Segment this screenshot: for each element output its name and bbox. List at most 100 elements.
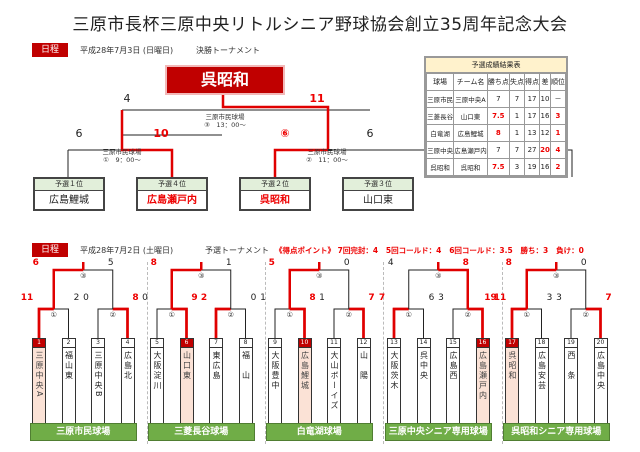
r1-score: 7 bbox=[378, 293, 386, 303]
points-title: 《得点ポイント》 bbox=[275, 246, 335, 255]
top-score: 8 bbox=[150, 258, 157, 268]
results-cell: 1 bbox=[508, 107, 526, 125]
points-item: 勝ち：3 bbox=[520, 246, 549, 255]
team-name: 西 条 bbox=[567, 351, 576, 381]
team-name: 広島安芸 bbox=[537, 351, 547, 391]
round-mark: ② bbox=[582, 311, 589, 319]
prelim-date: 平成28年7月2日 (土曜日) bbox=[80, 246, 174, 255]
r1-win-line bbox=[214, 307, 231, 338]
team-name: 山 陽 bbox=[359, 351, 369, 381]
team-name: 福山東 bbox=[64, 351, 74, 381]
team-name: 大山ボーイズ bbox=[330, 351, 339, 411]
final-venue-name: 三原市民球場 bbox=[205, 113, 245, 121]
team-name: 広島瀬戸内 bbox=[478, 351, 488, 401]
semi-venue-left-slot: ① 9：00～ bbox=[103, 156, 141, 164]
team-name: 広島西 bbox=[449, 351, 458, 381]
points-item: 5回コールド：4 bbox=[385, 246, 442, 255]
team-number: 11 bbox=[328, 339, 340, 348]
group-divider bbox=[146, 262, 148, 444]
round-mark: ③ bbox=[553, 272, 560, 280]
results-cell: 2 bbox=[549, 158, 567, 176]
team-name: 三原中央B bbox=[94, 351, 103, 399]
round-mark: ② bbox=[464, 311, 471, 319]
r1-score: 6 bbox=[428, 293, 435, 303]
r1-score: 2 bbox=[73, 293, 80, 303]
r1-line bbox=[570, 308, 586, 338]
top-line bbox=[319, 269, 350, 309]
top-line bbox=[288, 268, 320, 309]
r1-score: 1 bbox=[260, 293, 266, 303]
team-number: 10 bbox=[298, 339, 311, 348]
round-mark: ① bbox=[168, 311, 175, 319]
round-mark: ③ bbox=[80, 272, 87, 280]
round-mark: ① bbox=[286, 311, 293, 319]
final-date: 平成28年7月3日 (日曜日) bbox=[80, 46, 174, 55]
r1-line bbox=[156, 308, 172, 338]
r1-win-line bbox=[510, 307, 527, 338]
semi-venue-right-name: 三原市民球場 bbox=[307, 148, 347, 156]
round-mark: ② bbox=[345, 311, 352, 319]
r1-win-line bbox=[467, 307, 484, 338]
top-line bbox=[170, 268, 202, 309]
r1-win-line bbox=[112, 307, 129, 338]
points-item: 負け：0 bbox=[556, 246, 584, 255]
prelim-schedule-badge: 日程 bbox=[32, 243, 68, 257]
team-slot: 10 広島鯉城 bbox=[297, 338, 312, 430]
team-number: 15 bbox=[447, 339, 459, 348]
team-slot: 11 大山ボーイズ bbox=[327, 338, 341, 430]
seed-team: 広島瀬戸内 bbox=[147, 195, 197, 206]
r1-line bbox=[333, 308, 349, 338]
top-score: 1 bbox=[225, 258, 232, 268]
team-number: 3 bbox=[92, 339, 104, 348]
r1-score: 11 bbox=[493, 293, 507, 303]
seed-team: 広島鯉城 bbox=[49, 195, 89, 206]
top-score: 8 bbox=[505, 258, 512, 268]
points-item: 6回コールド：3.5 bbox=[449, 246, 513, 255]
team-number: 14 bbox=[417, 339, 430, 348]
final-score-right: 11 bbox=[309, 92, 325, 105]
semi-score-rr: 6 bbox=[366, 127, 374, 140]
team-number: 1 bbox=[33, 339, 45, 348]
round-mark: ② bbox=[227, 311, 234, 319]
team-name: 山口東 bbox=[182, 351, 192, 381]
top-score: 5 bbox=[107, 258, 114, 268]
champion-box: 呉昭和 bbox=[165, 65, 285, 95]
page-title: 三原市長杯三原中央リトルシニア野球協会創立35周年記念大会 bbox=[72, 15, 568, 35]
team-name: 広島鯉城 bbox=[300, 351, 310, 391]
team-name: 大阪淀川 bbox=[153, 351, 162, 391]
semi-venue-right-slot: ② 11：00～ bbox=[306, 156, 348, 164]
r1-score: 0 bbox=[142, 293, 148, 303]
semi-venue-left-name: 三原市民球場 bbox=[102, 148, 142, 156]
semi-score-lr: 10 bbox=[153, 127, 169, 140]
team-number: 16 bbox=[476, 339, 489, 348]
r1-line bbox=[97, 308, 113, 338]
seed-team: 呉昭和 bbox=[260, 195, 290, 206]
round-mark: ③ bbox=[435, 272, 442, 280]
r1-score: 0 bbox=[250, 293, 257, 303]
final-schedule-badge: 日程 bbox=[32, 43, 68, 57]
final-venue-slot: ③ 13：00～ bbox=[204, 121, 246, 129]
r1-score: 8 bbox=[132, 293, 139, 303]
r1-score: 11 bbox=[20, 293, 34, 303]
results-header-cell: 順位 bbox=[549, 73, 567, 91]
r1-score: 0 bbox=[83, 293, 89, 303]
seed-rank: 予選４位 bbox=[138, 179, 206, 191]
round-mark: ③ bbox=[316, 272, 323, 280]
top-line bbox=[525, 268, 557, 309]
points-legend: 《得点ポイント》 7回完封：4 5回コールド：4 6回コールド：3.5 勝ち：3… bbox=[275, 245, 584, 256]
top-line bbox=[438, 268, 469, 309]
r1-line bbox=[53, 308, 69, 338]
team-number: 17 bbox=[506, 339, 518, 348]
final-score-left: 4 bbox=[123, 92, 131, 105]
